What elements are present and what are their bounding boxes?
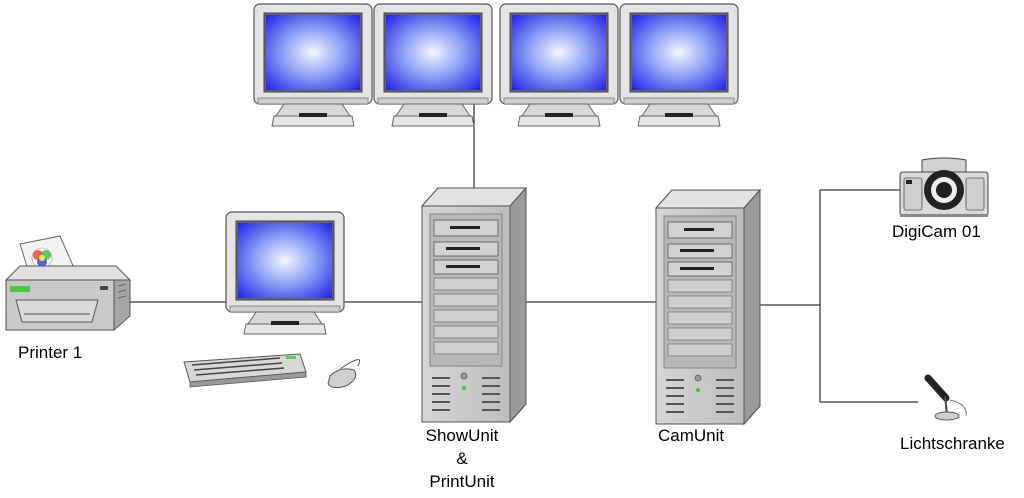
lichtschranke-label: Lichtschranke bbox=[900, 434, 1005, 453]
printer-label: Printer 1 bbox=[18, 343, 83, 362]
showunit-label: ShowUnit bbox=[425, 426, 499, 445]
camunit-server-icon bbox=[655, 189, 761, 425]
keyboard-icon bbox=[183, 353, 307, 388]
showunit-ampersand-label: & bbox=[456, 449, 468, 468]
showunit-server-icon bbox=[421, 187, 527, 423]
printer-icon bbox=[4, 235, 132, 332]
mouse-icon bbox=[327, 359, 361, 389]
lightbarrier-icon bbox=[924, 374, 967, 421]
wall-monitor-1 bbox=[253, 3, 373, 127]
wall-monitor-4 bbox=[619, 3, 739, 127]
monitor-wall bbox=[253, 3, 739, 127]
wall-monitor-3 bbox=[499, 3, 619, 127]
camera-icon bbox=[899, 157, 989, 217]
digicam-label: DigiCam 01 bbox=[892, 222, 981, 241]
printunit-label: PrintUnit bbox=[429, 472, 495, 491]
workstation-monitor bbox=[225, 211, 345, 335]
camunit-label: CamUnit bbox=[658, 426, 725, 445]
